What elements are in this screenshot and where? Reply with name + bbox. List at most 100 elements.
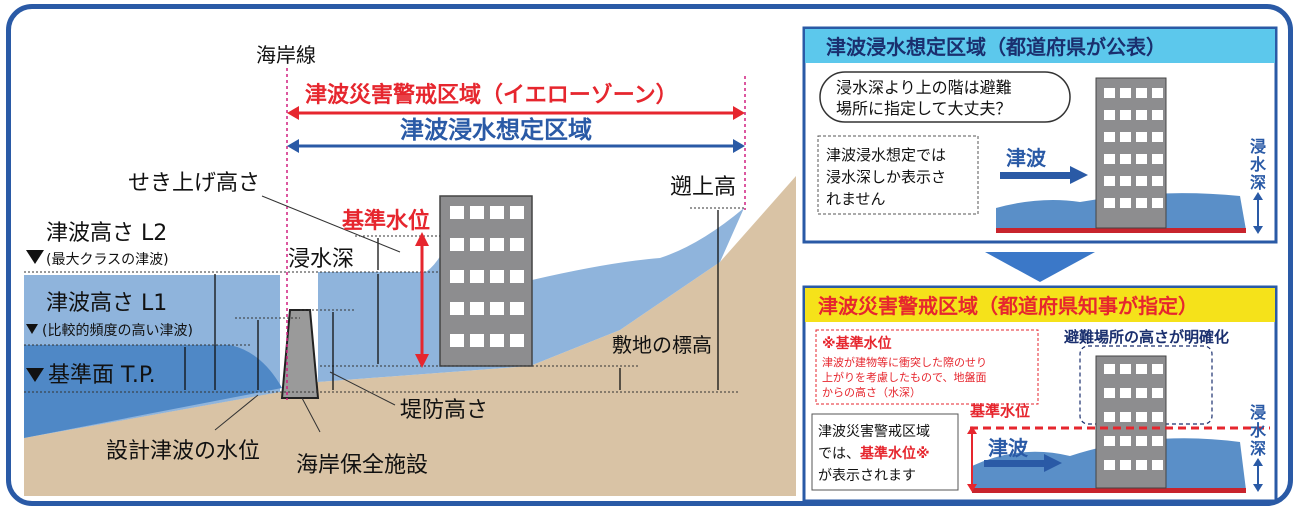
window xyxy=(1152,88,1163,98)
seawall xyxy=(280,309,320,399)
window xyxy=(1120,110,1131,120)
window xyxy=(1104,88,1115,98)
bubble-line-1: 浸水深より上の階は避難 xyxy=(836,78,1012,97)
shoreline-label: 海岸線 xyxy=(256,43,316,67)
window xyxy=(490,334,504,347)
panel-top-side-2: 水 xyxy=(1250,155,1267,174)
panel-bottom-side-3: 深 xyxy=(1250,439,1266,458)
window xyxy=(1104,364,1115,374)
measure-arrows xyxy=(184,210,719,390)
panel-bottom-kijun-label: 基準水位 xyxy=(969,402,1030,420)
kijun-note-line-3: からの高さ（水深） xyxy=(822,385,921,399)
panel-bottom: 津波災害警戒区域（都道府県知事が指定） ※基準水位 津波が建物等に衝突した際のせ… xyxy=(802,285,1278,503)
panel-bottom-side-1: 浸 xyxy=(1250,403,1266,422)
panel-top-building-windows xyxy=(1104,88,1163,208)
window xyxy=(510,302,524,315)
panel-top-side-1: 浸 xyxy=(1250,137,1266,156)
l1-note-label: (比較的頻度の高い津波) xyxy=(42,322,193,339)
window xyxy=(1136,132,1147,142)
window xyxy=(510,238,524,251)
window xyxy=(1152,154,1163,164)
shinsui-fuka-label: 浸水深 xyxy=(288,247,354,272)
window xyxy=(1152,364,1163,374)
kijun-note-line-2: 上がりを考慮したもので、地盤面 xyxy=(822,370,987,384)
window xyxy=(1120,198,1131,208)
window xyxy=(1104,176,1115,186)
leader-lines xyxy=(214,195,401,433)
panel-bottom-building-windows xyxy=(1104,364,1163,470)
window xyxy=(1136,154,1147,164)
window xyxy=(1136,388,1147,398)
kijun-arrowhead-bottom xyxy=(415,354,429,368)
window xyxy=(470,238,484,251)
window xyxy=(1104,132,1115,142)
window xyxy=(1136,460,1147,470)
window xyxy=(1120,460,1131,470)
window xyxy=(1136,412,1147,422)
bubble-line-2: 場所に指定して大丈夫？ xyxy=(836,99,1012,118)
window xyxy=(450,302,464,315)
info-line-2a: では、 xyxy=(818,446,860,462)
ground xyxy=(24,176,796,496)
note-line-1: 津波浸水想定では xyxy=(826,146,946,164)
window xyxy=(1152,176,1163,186)
kijun-note-box xyxy=(815,329,1039,405)
window xyxy=(1120,176,1131,186)
kijunmen-label: 基準面 T.P. xyxy=(48,363,156,388)
info-line-1: 津波災害警戒区域 xyxy=(818,424,930,440)
panel-bottom-title: 津波災害警戒区域（都道府県知事が指定） xyxy=(818,294,1198,318)
panel-top-header xyxy=(805,29,1275,63)
kaigan-hozen-label: 海岸保全施設 xyxy=(296,453,428,478)
window xyxy=(1120,388,1131,398)
window xyxy=(490,302,504,315)
window xyxy=(470,334,484,347)
window xyxy=(490,238,504,251)
window xyxy=(1152,388,1163,398)
window xyxy=(450,334,464,347)
panel-bottom-tsunami-arrowhead xyxy=(1044,454,1062,472)
window xyxy=(450,270,464,283)
panel-top-tsunami-label: 津波 xyxy=(1006,146,1047,170)
window xyxy=(1152,436,1163,446)
tsunami-l1-label: 津波高さ L1 xyxy=(46,291,167,316)
window xyxy=(1152,198,1163,208)
window xyxy=(1120,132,1131,142)
window xyxy=(510,334,524,347)
evac-height-label: 避難場所の高さが明確化 xyxy=(1064,328,1229,346)
window xyxy=(510,270,524,283)
kijun-note-line-1: 津波が建物等に衝突した際のせり xyxy=(822,355,987,369)
window xyxy=(470,270,484,283)
l1-marker xyxy=(26,324,38,334)
window xyxy=(1152,460,1163,470)
panel-bottom-side-2: 水 xyxy=(1250,421,1267,440)
inundation-area-label: 津波浸水想定区域 xyxy=(400,116,592,144)
building-windows xyxy=(450,206,524,347)
panel-top-side-3: 深 xyxy=(1250,173,1266,192)
info-line-2: では、基準水位※ xyxy=(818,445,930,462)
tp-marker xyxy=(26,368,44,382)
note-line-3: れません xyxy=(826,190,886,208)
window xyxy=(1120,364,1131,374)
note-line-2: 浸水深しか表示さ xyxy=(826,168,946,186)
sekkei-label: 設計津波の水位 xyxy=(106,439,260,464)
window xyxy=(1152,412,1163,422)
inundation-arrowhead-left xyxy=(287,139,299,153)
panel-transition-arrow xyxy=(985,252,1095,282)
reference-lines xyxy=(24,207,745,393)
yellow-zone-arrowhead-left xyxy=(287,106,299,120)
window xyxy=(1104,110,1115,120)
left-diagram: 海岸線 津波災害警戒区域（イエローゾーン） 津波浸水想定区域 せき上げ高さ 基準… xyxy=(24,43,796,496)
yellow-zone-arrowhead-right xyxy=(733,106,745,120)
window xyxy=(1152,132,1163,142)
window xyxy=(1152,110,1163,120)
window xyxy=(490,206,504,219)
window xyxy=(1104,412,1115,422)
window xyxy=(1120,436,1131,446)
teibo-label: 堤防高さ xyxy=(400,398,488,423)
window xyxy=(450,238,464,251)
kijun-suii-label: 基準水位 xyxy=(342,208,430,234)
window xyxy=(1104,388,1115,398)
window xyxy=(470,302,484,315)
window xyxy=(450,206,464,219)
